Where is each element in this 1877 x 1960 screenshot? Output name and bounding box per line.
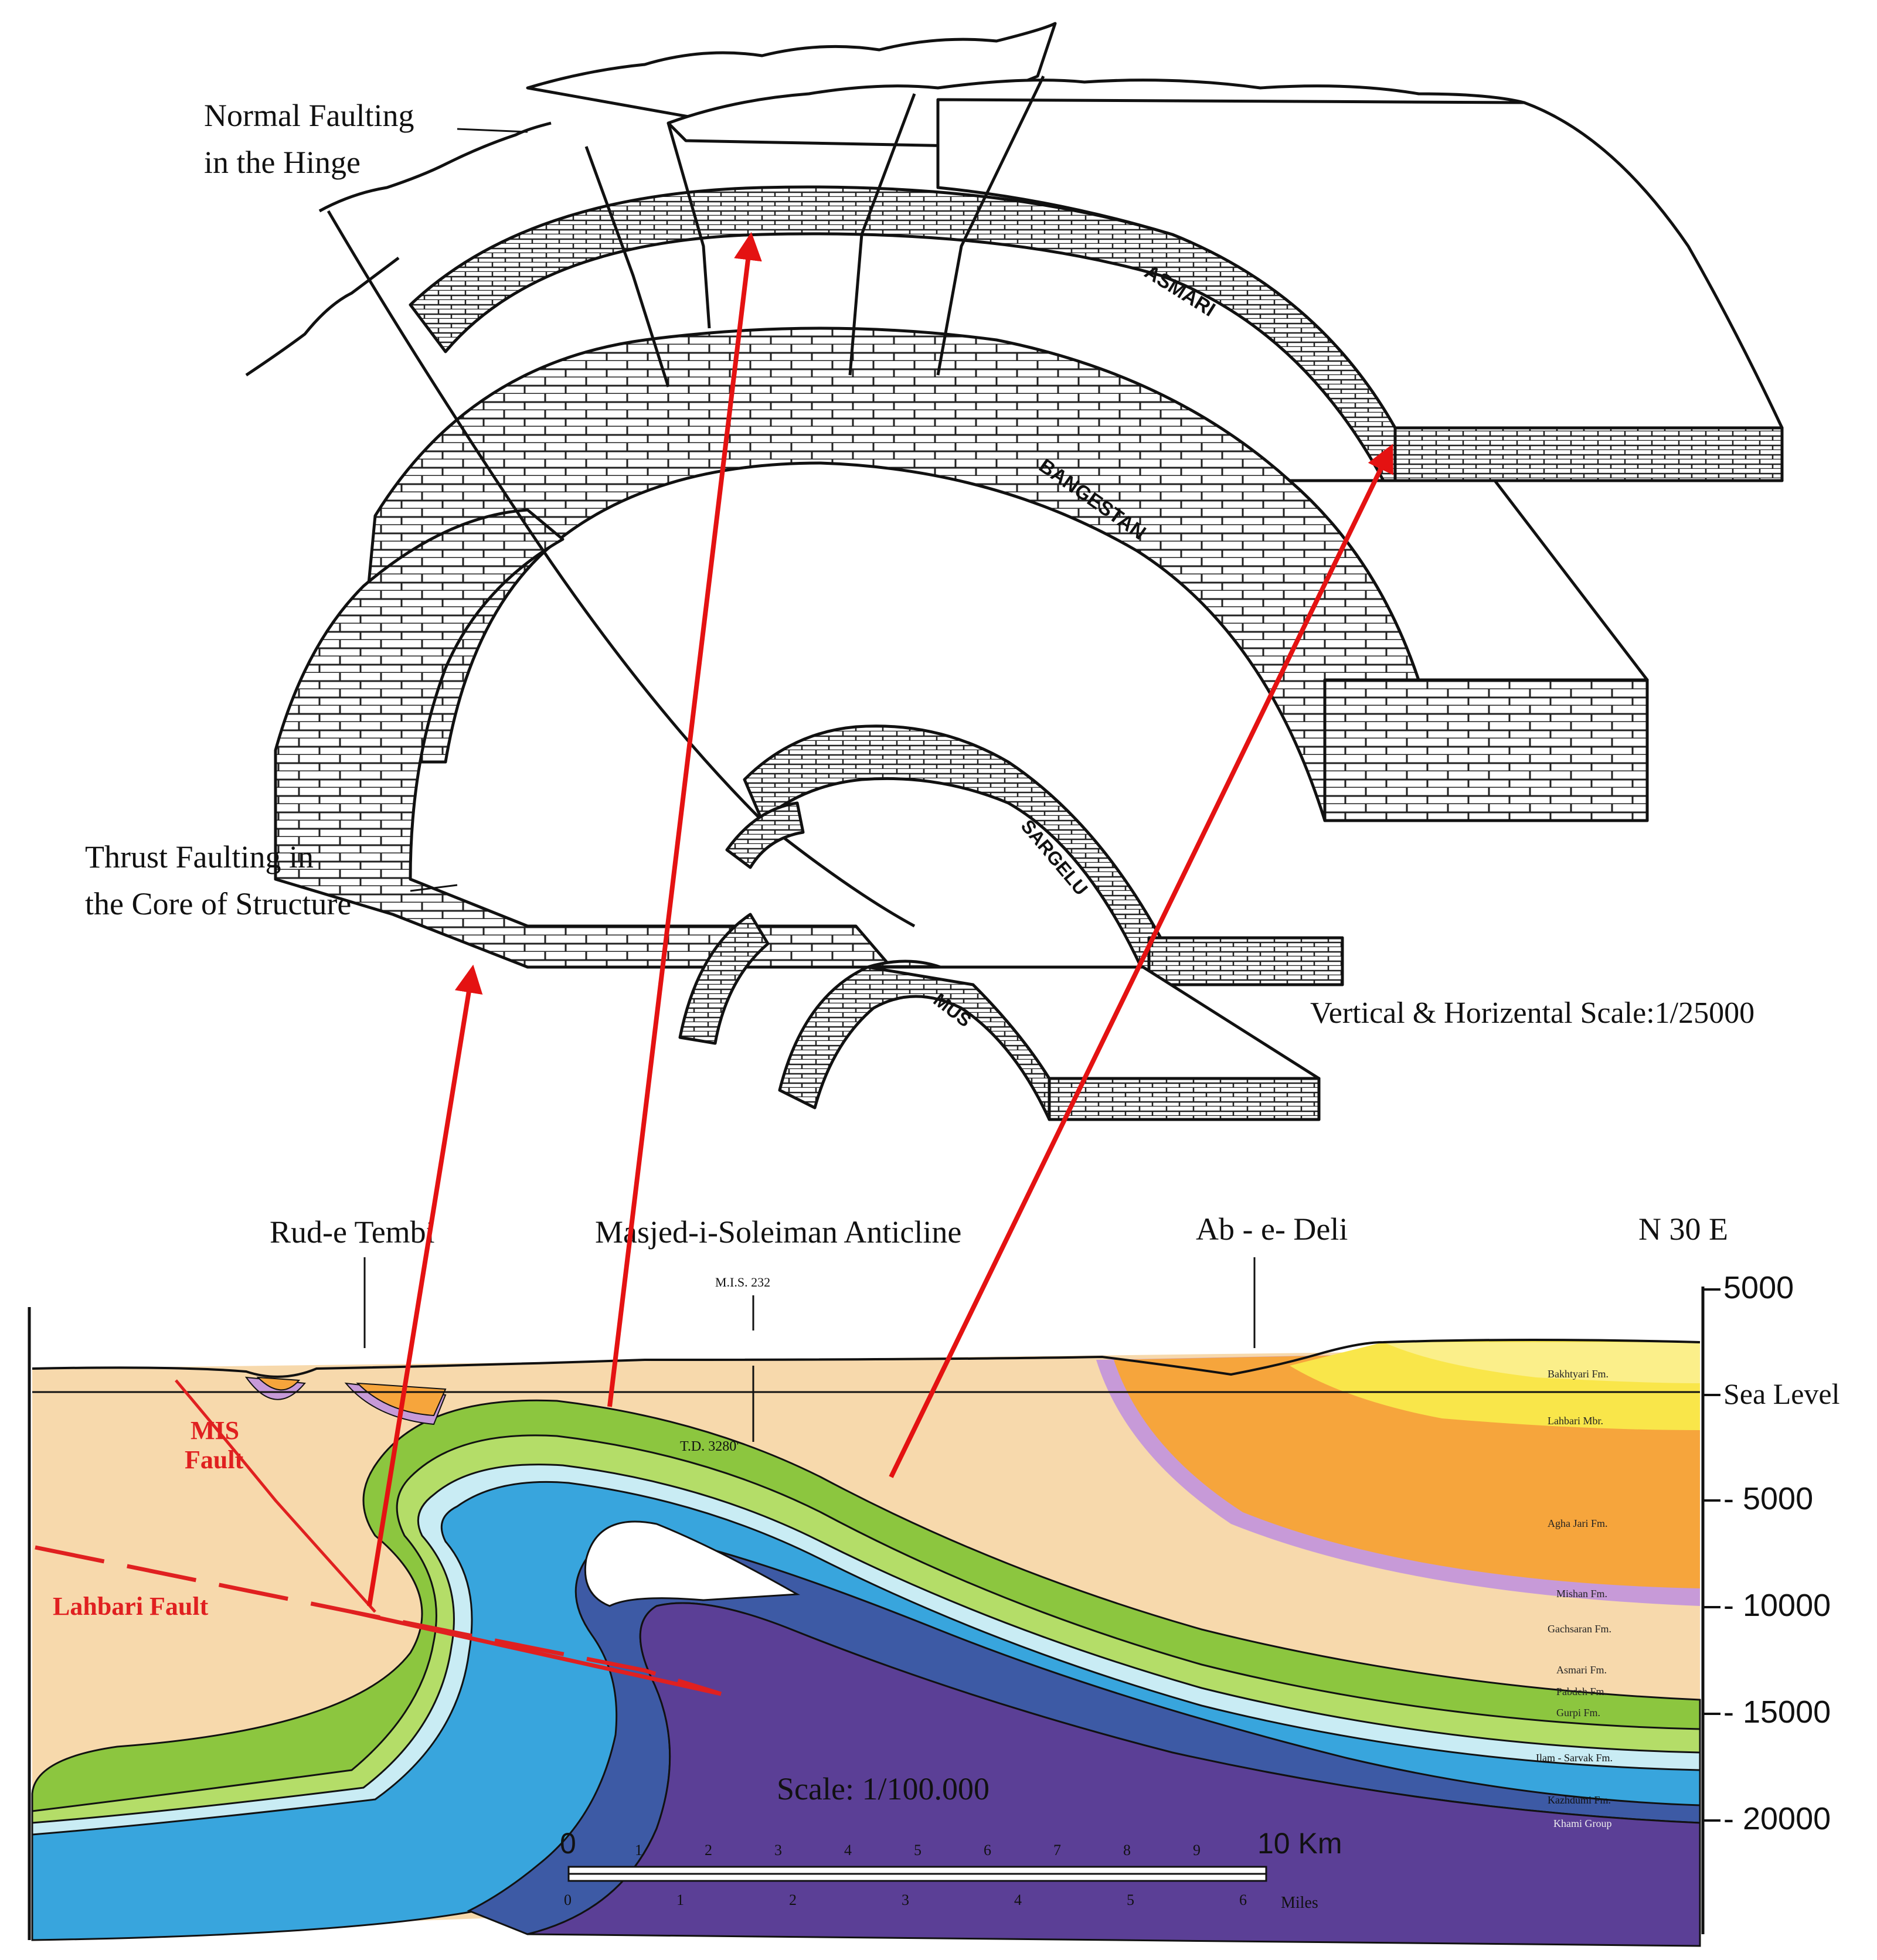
arrow-hinge [607, 232, 762, 1407]
formation-label-khami: Khami Group [1553, 1818, 1611, 1829]
location-ab-e-deli: Ab - e- Deli [1196, 1212, 1348, 1247]
normal-fault-2 [667, 122, 711, 329]
well-name: M.I.S. 232 [715, 1275, 770, 1289]
location-anticline: Masjed-i-Soleiman Anticline [595, 1214, 961, 1250]
scale-km-zero: 0 [560, 1827, 576, 1860]
mus-left-limb [678, 913, 770, 1045]
sargelu-left-limb [725, 801, 805, 869]
label-in-the-hinge: in the Hinge [204, 145, 361, 180]
depth-minus-10000: - 10000 [1723, 1588, 1831, 1623]
shallow-orange [256, 1376, 301, 1391]
scale-km-tick: 5 [914, 1842, 922, 1859]
location-rud-e-tembi: Rud-e Tembi [270, 1214, 435, 1250]
cross-section-labels: Rud-e Tembi Masjed-i-Soleiman Anticline … [53, 1212, 1840, 1836]
layer-yellow-light [1383, 1342, 1700, 1383]
scale-km-tick: 6 [984, 1842, 991, 1859]
label-normal-faulting: Normal Faulting [204, 98, 414, 133]
arrow-asmari-limb [889, 444, 1393, 1478]
formation-label-agha-jari: Agha Jari Fm. [1548, 1517, 1608, 1529]
mis-fault-line [175, 1379, 376, 1613]
scale-km-tick: 3 [774, 1842, 782, 1859]
scale-mile-tick: 6 [1239, 1891, 1247, 1908]
scale-bar: 0 10 Km 1 2 3 4 5 6 7 8 9 0 1 2 3 4 5 6 … [560, 1827, 1342, 1912]
bangestan-end-face [1323, 678, 1649, 822]
label-core-of-structure: the Core of Structure [85, 886, 351, 921]
scale-km-tick: 1 [635, 1842, 642, 1859]
block-diagram: ASMARI BANGESTAN SARGELU MUS [245, 22, 1784, 1121]
depth-sea-level: Sea Level [1723, 1377, 1840, 1410]
formation-label-kazhdumi: Kazhdumi Fm. [1548, 1794, 1611, 1806]
depth-minus-20000: - 20000 [1723, 1801, 1831, 1836]
correlation-arrows [367, 232, 1393, 1607]
scale-mile-tick: 4 [1014, 1891, 1022, 1908]
lahbari-fault-line-solid [351, 1609, 722, 1696]
formation-label-gachsaran: Gachsaran Fm. [1548, 1623, 1611, 1635]
formation-label-ilam-sarvak: Ilam - Sarvak Fm. [1536, 1752, 1613, 1764]
formation-label-lahbari: Lahbari Mbr. [1548, 1415, 1603, 1427]
normal-fault-4 [936, 75, 1045, 376]
scale-km-tick: 9 [1193, 1842, 1201, 1859]
mis-fault-label-1: MIS [191, 1416, 239, 1445]
lahbari-fault-label: Lahbari Fault [53, 1592, 209, 1621]
formation-label-bakhtyari: Bakhtyari Fm. [1548, 1368, 1609, 1380]
scale-km-tick: 8 [1123, 1842, 1131, 1859]
formation-label-gurpi: Gurpi Fm. [1556, 1707, 1600, 1719]
label-block-scale: Vertical & Horizental Scale:1/25000 [1310, 996, 1754, 1030]
mis-fault-label-2: Fault [185, 1445, 244, 1474]
scale-km-ticks: 1 2 3 4 5 6 7 8 9 [635, 1842, 1201, 1859]
arrow-thrust-core [367, 964, 483, 1607]
block-wavy-edge-left [318, 121, 552, 213]
topographic-surface [32, 1339, 1701, 1378]
layer-purple-core [527, 1602, 1701, 1947]
section-direction: N 30 E [1638, 1212, 1728, 1247]
scale-km-tick: 7 [1053, 1842, 1061, 1859]
scale-km-tick: 4 [844, 1842, 852, 1859]
thrust-void [584, 1520, 801, 1607]
depth-minus-5000: - 5000 [1723, 1481, 1813, 1516]
asmari-end-face [1393, 426, 1784, 482]
depth-axis-ticks [1703, 1288, 1720, 1822]
scale-km-tick: 2 [705, 1842, 712, 1859]
block-labels: Normal Faulting in the Hinge Thrust Faul… [85, 98, 1754, 1030]
formation-label-asmari: Asmari Fm. [1556, 1664, 1607, 1676]
normal-fault-3 [848, 93, 916, 376]
scale-mile-tick: 0 [564, 1891, 572, 1908]
normal-fault-leader [457, 128, 528, 133]
normal-fault-1 [584, 146, 670, 387]
core-thrust-block [274, 508, 893, 969]
scale-km-end: 10 Km [1257, 1827, 1342, 1860]
label-thrust-faulting: Thrust Faulting in [85, 839, 314, 874]
mus-end-face [1048, 1077, 1321, 1121]
well-td: T.D. 3280' [680, 1439, 739, 1454]
upper-block-body [936, 98, 1784, 430]
formation-label-mishan: Mishan Fm. [1556, 1588, 1607, 1600]
section-scale-text: Scale: 1/100.000 [777, 1771, 989, 1806]
thrust-fault-plane [327, 210, 916, 928]
formation-labels: Bakhtyari Fm. Lahbari Mbr. Agha Jari Fm.… [1536, 1368, 1613, 1829]
thrust-fault-leader [410, 884, 458, 892]
sargelu-end-face [1147, 936, 1344, 986]
depth-minus-15000: - 15000 [1723, 1694, 1831, 1730]
scale-miles-label: Miles [1281, 1894, 1318, 1912]
scale-mile-tick: 1 [676, 1891, 684, 1908]
scale-mile-tick: 2 [789, 1891, 797, 1908]
scale-mile-tick: 5 [1127, 1891, 1134, 1908]
scale-mile-ticks: 0 1 2 3 4 5 6 [564, 1891, 1247, 1908]
block-wavy-edge-left-2 [245, 257, 400, 377]
middle-block-top [1288, 479, 1649, 682]
depth-5000: 5000 [1723, 1270, 1794, 1305]
formation-label-pabdeh: Pabdeh Fm. [1556, 1686, 1607, 1697]
cross-section: M.I.S. 232 T.D. 3280' [28, 1257, 1720, 1947]
lahbari-fault-line [35, 1545, 722, 1696]
scale-mile-tick: 3 [902, 1891, 909, 1908]
